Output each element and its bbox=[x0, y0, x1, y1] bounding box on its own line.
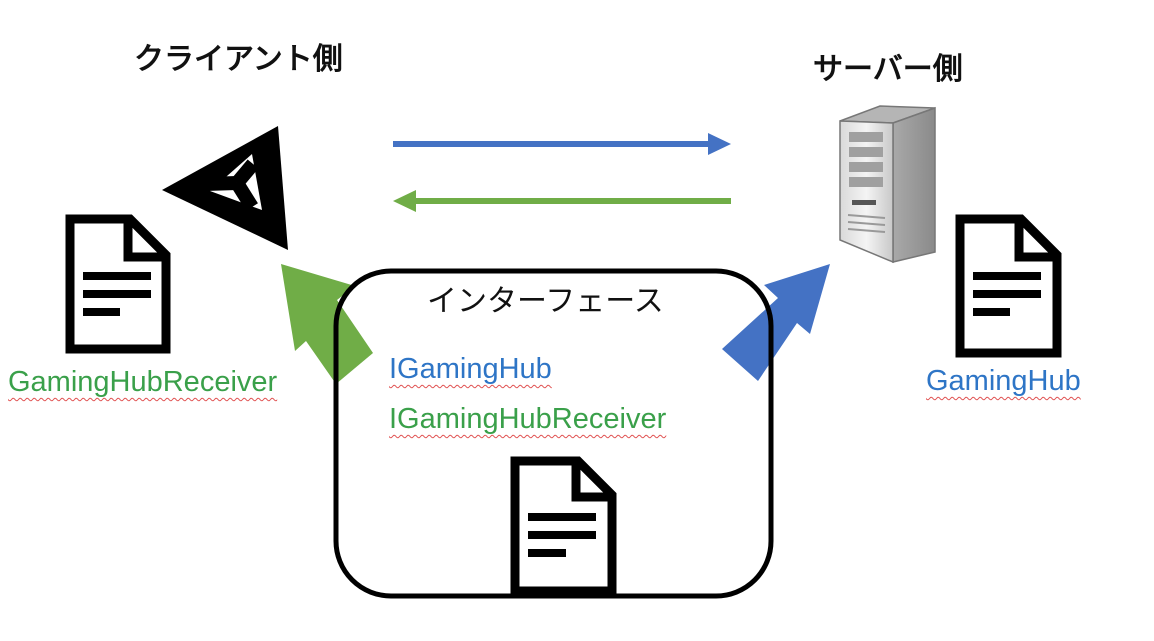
interface-title: インターフェース bbox=[427, 284, 664, 319]
interface-box bbox=[333, 268, 774, 599]
client-file-label: GamingHubReceiver bbox=[8, 366, 278, 398]
server-file-label: GamingHub bbox=[926, 365, 1081, 397]
response-arrow bbox=[393, 190, 731, 212]
server-title: サーバー側 bbox=[813, 52, 963, 87]
client-title: クライアント側 bbox=[134, 42, 343, 77]
interface-document-icon bbox=[510, 456, 617, 596]
client-document-icon bbox=[65, 214, 171, 354]
interface-item-receiver: IGamingHubReceiver bbox=[389, 403, 667, 435]
blue-diagonal-arrow bbox=[722, 264, 830, 381]
server-tower-icon bbox=[839, 105, 936, 264]
green-diagonal-arrow bbox=[281, 264, 373, 384]
request-arrow bbox=[393, 133, 731, 155]
server-document-icon bbox=[955, 214, 1062, 358]
unity-logo-icon bbox=[162, 126, 288, 250]
interface-item-hub: IGamingHub bbox=[389, 353, 552, 385]
